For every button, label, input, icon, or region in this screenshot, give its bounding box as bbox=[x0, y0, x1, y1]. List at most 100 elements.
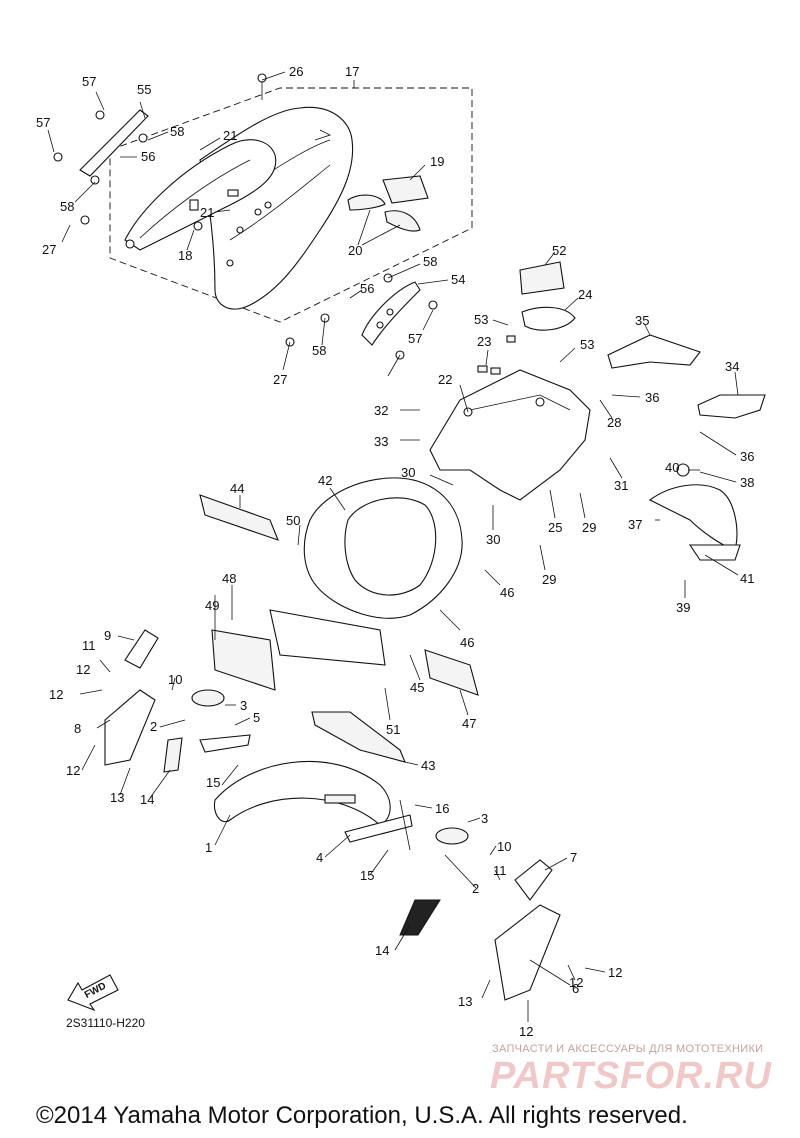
callout-53: 53 bbox=[580, 337, 594, 352]
callout-21: 21 bbox=[223, 128, 237, 143]
reflector-part bbox=[163, 737, 441, 936]
callout-11: 11 bbox=[82, 638, 96, 653]
callout-43: 43 bbox=[421, 758, 435, 773]
callout-15: 15 bbox=[360, 868, 374, 883]
callout-34: 34 bbox=[725, 359, 739, 374]
callout-53: 53 bbox=[474, 312, 488, 327]
callout-35: 35 bbox=[635, 313, 649, 328]
pad-47-part bbox=[424, 649, 479, 696]
callout-45: 45 bbox=[410, 680, 424, 695]
callout-21: 21 bbox=[200, 205, 214, 220]
callout-41: 41 bbox=[740, 571, 754, 586]
callout-19: 19 bbox=[430, 154, 444, 169]
callout-50: 50 bbox=[286, 513, 300, 528]
callout-52: 52 bbox=[552, 243, 566, 258]
callout-22: 22 bbox=[438, 372, 452, 387]
callout-20: 20 bbox=[348, 243, 362, 258]
callout-33: 33 bbox=[374, 434, 388, 449]
callout-17: 17 bbox=[345, 64, 359, 79]
callout-31: 31 bbox=[614, 478, 628, 493]
callout-9: 9 bbox=[104, 628, 111, 643]
callout-55: 55 bbox=[137, 82, 151, 97]
callout-29: 29 bbox=[542, 572, 556, 587]
license-light-part bbox=[648, 463, 741, 561]
callout-2: 2 bbox=[472, 881, 479, 896]
pad-43-part bbox=[311, 711, 406, 763]
callout-6: 6 bbox=[572, 981, 579, 996]
callout-12: 12 bbox=[66, 763, 80, 778]
callout-57: 57 bbox=[408, 331, 422, 346]
callout-12: 12 bbox=[519, 1024, 533, 1039]
callout-48: 48 bbox=[222, 571, 236, 586]
callout-54: 54 bbox=[451, 272, 465, 287]
callout-24: 24 bbox=[578, 287, 592, 302]
callout-26: 26 bbox=[289, 64, 303, 79]
rear-bracket-part bbox=[607, 334, 701, 369]
callout-51: 51 bbox=[386, 722, 400, 737]
callout-12: 12 bbox=[76, 662, 90, 677]
side-bracket-left-part bbox=[79, 109, 149, 177]
callout-3: 3 bbox=[240, 698, 247, 713]
callout-44: 44 bbox=[230, 481, 244, 496]
pad-44-part bbox=[199, 494, 279, 541]
right-bracket-part bbox=[494, 859, 561, 1001]
callout-13: 13 bbox=[110, 790, 124, 805]
callout-58: 58 bbox=[170, 124, 184, 139]
callout-13: 13 bbox=[458, 994, 472, 1009]
watermark-subtitle: ЗАПЧАСТИ И АКСЕССУАРЫ ДЛЯ МОТОТЕХНИКИ bbox=[492, 1043, 764, 1055]
seat-assembly-boundary bbox=[109, 80, 473, 323]
callout-16: 16 bbox=[435, 801, 449, 816]
seat-pan-part bbox=[124, 139, 277, 251]
copyright-notice: ©2014 Yamaha Motor Corporation, U.S.A. A… bbox=[36, 1102, 688, 1129]
callout-12: 12 bbox=[569, 975, 583, 990]
callout-32: 32 bbox=[374, 403, 388, 418]
callout-4: 4 bbox=[316, 850, 323, 865]
callout-7: 7 bbox=[570, 850, 577, 865]
callout-58: 58 bbox=[312, 343, 326, 358]
rear-pads-part bbox=[477, 261, 576, 375]
callout-56: 56 bbox=[141, 149, 155, 164]
callout-1: 1 bbox=[205, 840, 212, 855]
watermark-logo: PARTSFOR.RU bbox=[490, 1055, 772, 1097]
callout-46: 46 bbox=[500, 585, 514, 600]
seat-pads-part bbox=[347, 175, 429, 232]
callout-30: 30 bbox=[401, 465, 415, 480]
callout-15: 15 bbox=[206, 775, 220, 790]
callout-8: 8 bbox=[74, 721, 81, 736]
callout-23: 23 bbox=[477, 334, 491, 349]
rear-fender-inner-part bbox=[429, 369, 591, 501]
callout-10: 10 bbox=[497, 839, 511, 854]
callout-30: 30 bbox=[486, 532, 500, 547]
callout-58: 58 bbox=[60, 199, 74, 214]
callout-14: 14 bbox=[375, 943, 389, 958]
side-bracket-right-part bbox=[361, 281, 421, 346]
callout-12: 12 bbox=[608, 965, 622, 980]
callout-37: 37 bbox=[628, 517, 642, 532]
callout-28: 28 bbox=[607, 415, 621, 430]
callout-39: 39 bbox=[676, 600, 690, 615]
callout-5: 5 bbox=[253, 710, 260, 725]
callout-27: 27 bbox=[42, 242, 56, 257]
collar-3-part bbox=[191, 689, 469, 845]
callout-27: 27 bbox=[273, 372, 287, 387]
fastener-bolts bbox=[53, 73, 438, 360]
callout-40: 40 bbox=[665, 460, 679, 475]
callout-25: 25 bbox=[548, 520, 562, 535]
callout-10: 10 bbox=[168, 672, 182, 687]
callout-46: 46 bbox=[460, 635, 474, 650]
callout-56: 56 bbox=[360, 281, 374, 296]
callout-14: 14 bbox=[140, 792, 154, 807]
callout-36: 36 bbox=[645, 390, 659, 405]
callout-3: 3 bbox=[481, 811, 488, 826]
tail-cowl-part bbox=[303, 477, 463, 619]
forward-arrow-icon: FWD bbox=[67, 974, 119, 1012]
callout-2: 2 bbox=[150, 719, 157, 734]
callout-18: 18 bbox=[178, 248, 192, 263]
callout-36: 36 bbox=[740, 449, 754, 464]
diagram-code: 2S31110-H220 bbox=[66, 1016, 145, 1030]
callout-labels: 1 2 2 3 3 4 4 5 6 7 8 9 10 10 11 11 12 1… bbox=[36, 64, 754, 1039]
callout-47: 47 bbox=[462, 716, 476, 731]
fender-stay-part bbox=[199, 734, 413, 851]
callout-42: 42 bbox=[318, 473, 332, 488]
